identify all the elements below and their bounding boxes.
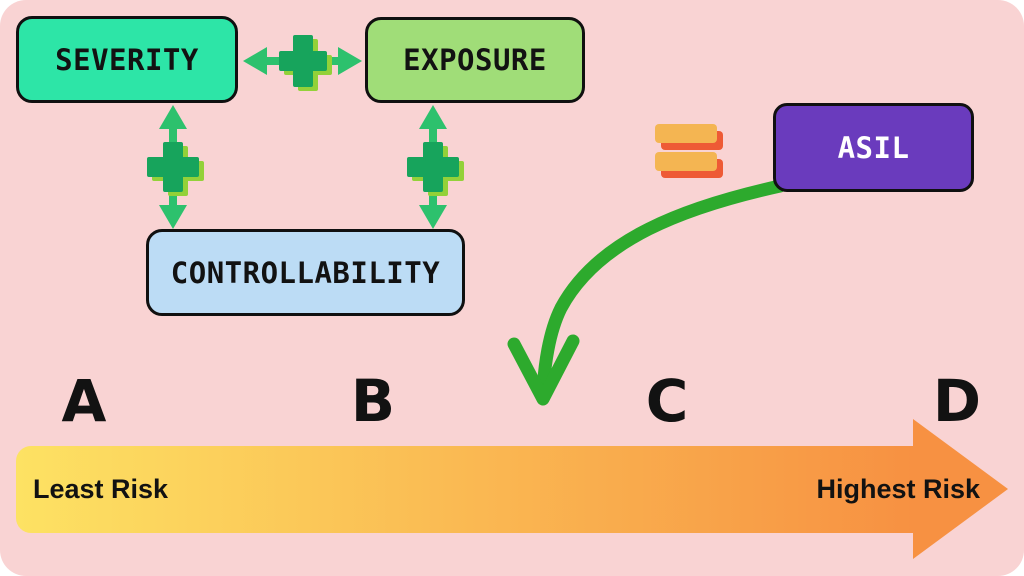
severity-box: SEVERITY <box>16 16 238 103</box>
least-risk-label: Least Risk <box>33 474 169 504</box>
severity-controllability-double-arrow-icon <box>159 105 187 229</box>
exposure-box: EXPOSURE <box>365 17 585 103</box>
equals-icon <box>655 124 723 178</box>
asil-box: ASIL <box>773 103 974 192</box>
severity-label: SEVERITY <box>55 42 199 77</box>
asil-label: ASIL <box>837 130 910 165</box>
plus-icon <box>147 142 204 196</box>
risk-level-letter-a: A <box>61 367 107 435</box>
risk-arrowhead-icon <box>913 419 1008 559</box>
risk-gradient-bar <box>16 446 913 533</box>
exposure-controllability-double-arrow-icon <box>419 105 447 229</box>
risk-level-letter-c: C <box>645 367 689 435</box>
plus-icon <box>407 142 464 196</box>
plus-icon <box>279 35 332 91</box>
controllability-label: CONTROLLABILITY <box>170 255 441 290</box>
exposure-label: EXPOSURE <box>403 43 547 77</box>
controllability-box: CONTROLLABILITY <box>146 229 465 316</box>
risk-level-letter-b: B <box>350 367 396 435</box>
severity-exposure-double-arrow-icon <box>243 47 362 75</box>
highest-risk-label: Highest Risk <box>816 474 980 504</box>
